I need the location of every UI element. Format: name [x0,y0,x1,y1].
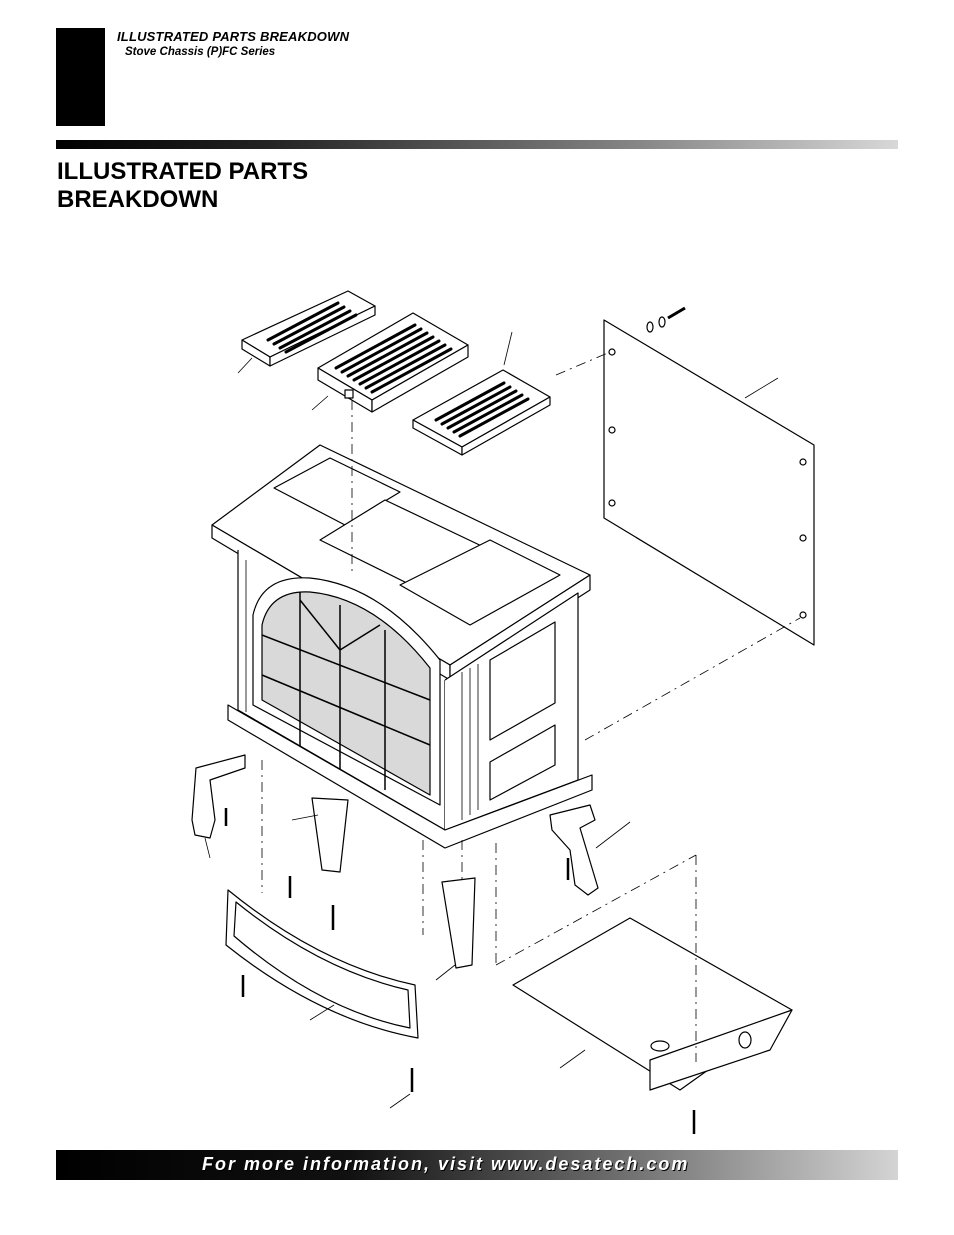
footer-bar: For more information, visit www.desatech… [56,1150,898,1180]
base-tray [512,917,793,1091]
leader-lines [204,331,779,1109]
page-title: ILLUSTRATED PARTS BREAKDOWN [57,158,308,214]
hardware-screws [224,808,696,1134]
parts-breakdown-diagram [191,290,815,1134]
page-title-line1: ILLUSTRATED PARTS [57,158,309,185]
top-grate-left [241,290,376,367]
top-grate-right [412,369,551,456]
stove-leg-left [191,754,246,839]
section-tab-block [56,28,105,126]
header-section-title: ILLUSTRATED PARTS BREAKDOWN [117,29,350,44]
stove-leg-front [441,877,476,969]
footer-website-text: For more information, visit www.desatech… [202,1154,690,1174]
header-subtitle: Stove Chassis (P)FC Series [125,46,276,58]
alignment-dash-lines [261,351,801,1062]
page-title-line2: BREAKDOWN [57,186,219,213]
header-gradient-rule [56,140,898,149]
stove-leg-center [311,797,349,873]
back-heat-shield [603,319,815,646]
stove-leg-right [549,804,599,896]
top-grate-center [317,312,469,413]
stove-body [211,444,593,849]
panel-fasteners [646,306,686,333]
front-trim-lip [225,889,419,1039]
